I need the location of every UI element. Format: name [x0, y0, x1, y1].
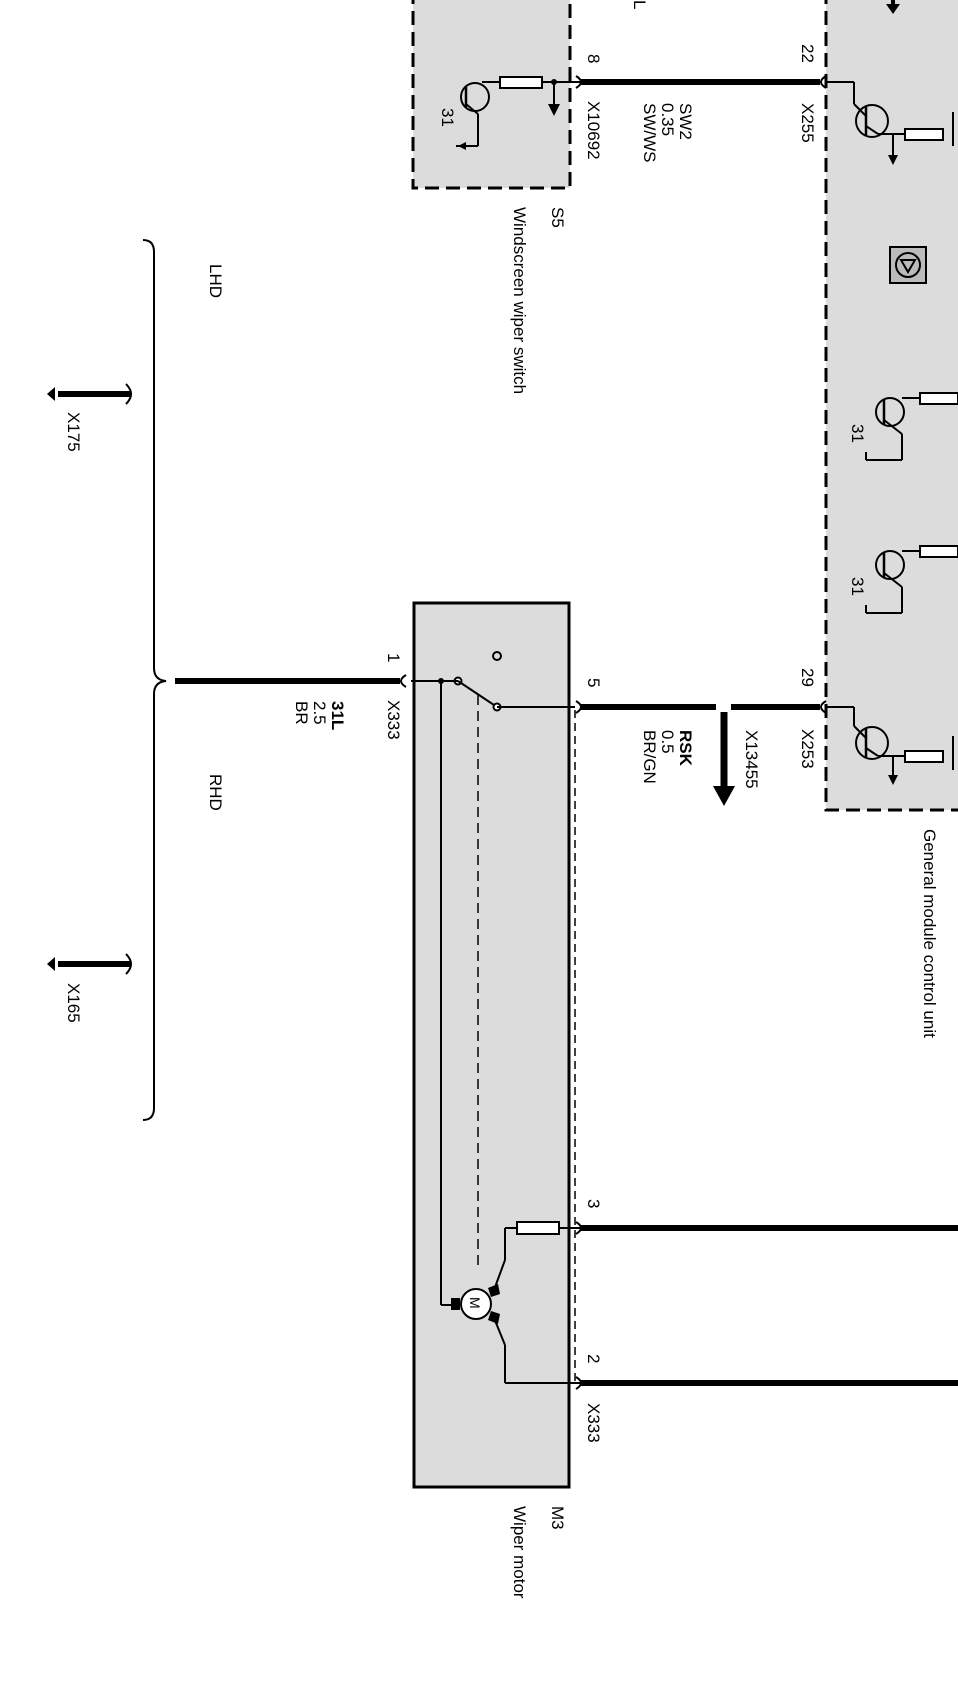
motor-symbol: M: [467, 1297, 483, 1309]
wire-sw2: [575, 75, 854, 89]
wiper-switch-pin-8: 8: [584, 54, 603, 63]
gm-transistor-3: 31: [848, 545, 958, 614]
wiper-switch-code: S5: [548, 207, 567, 228]
gm-connector-x255: X255: [798, 103, 817, 143]
gm-pin-22: 22: [798, 44, 817, 63]
sw2-size: 0.35: [658, 103, 677, 136]
gm-connector-x253: X253: [798, 729, 817, 769]
motor-code: M3: [548, 1506, 567, 1530]
wiper-motor-box: M: [411, 601, 581, 1489]
ground-size: 2.5: [310, 701, 329, 725]
gm-top-cut-label: L: [630, 0, 649, 9]
gm-transistor-bottom: [853, 707, 954, 785]
sw2-color: SW/WS: [640, 103, 659, 163]
wiper-switch-name: Windscreen wiper switch: [510, 207, 529, 394]
gm-symbol-icon: [889, 246, 927, 284]
motor-pin-5: 5: [584, 678, 603, 687]
wire-ground-31l: [175, 674, 407, 688]
gm-ground-label-2: 31: [848, 424, 867, 443]
variant-lhd: LHD: [206, 264, 225, 298]
ground-x175-label: X175: [64, 412, 83, 452]
gm-name: General module control unit: [920, 829, 939, 1038]
wiper-switch-ground-label: 31: [438, 108, 457, 127]
gm-ground-label-3: 31: [848, 577, 867, 596]
variant-rhd: RHD: [206, 774, 225, 811]
ground-x165-label: X165: [64, 983, 83, 1023]
variant-brace: [142, 239, 167, 1121]
ground-color: BR: [292, 701, 311, 725]
motor-connector-right: X333: [584, 1403, 603, 1443]
gm-transistor-2: 31: [848, 392, 958, 461]
rsk-connector: X13455: [742, 730, 761, 789]
sw2-signal: SW2: [676, 103, 695, 140]
gm-pin-29: 29: [798, 668, 817, 687]
gm-transistor-top: [853, 82, 944, 165]
rsk-size: 0.5: [658, 730, 677, 754]
wiper-switch-box: 31: [411, 0, 581, 190]
motor-name: Wiper motor: [510, 1506, 529, 1599]
wire-motor-3: [575, 1221, 958, 1235]
motor-pin-2: 2: [584, 1354, 603, 1363]
rsk-signal: RSK: [676, 730, 695, 767]
wire-motor-2: [575, 1376, 958, 1390]
wire-rsk: [575, 700, 854, 806]
rsk-color: BR/GN: [640, 730, 659, 784]
wiper-switch-connector: X10692: [584, 101, 603, 160]
ground-signal-31l: 31L: [328, 701, 347, 730]
ground-point-x165: [47, 953, 132, 975]
motor-pin-3: 3: [584, 1199, 603, 1208]
ground-point-x175: [47, 383, 132, 405]
motor-connector-left: X333: [384, 700, 403, 740]
motor-pin-1: 1: [384, 653, 403, 662]
